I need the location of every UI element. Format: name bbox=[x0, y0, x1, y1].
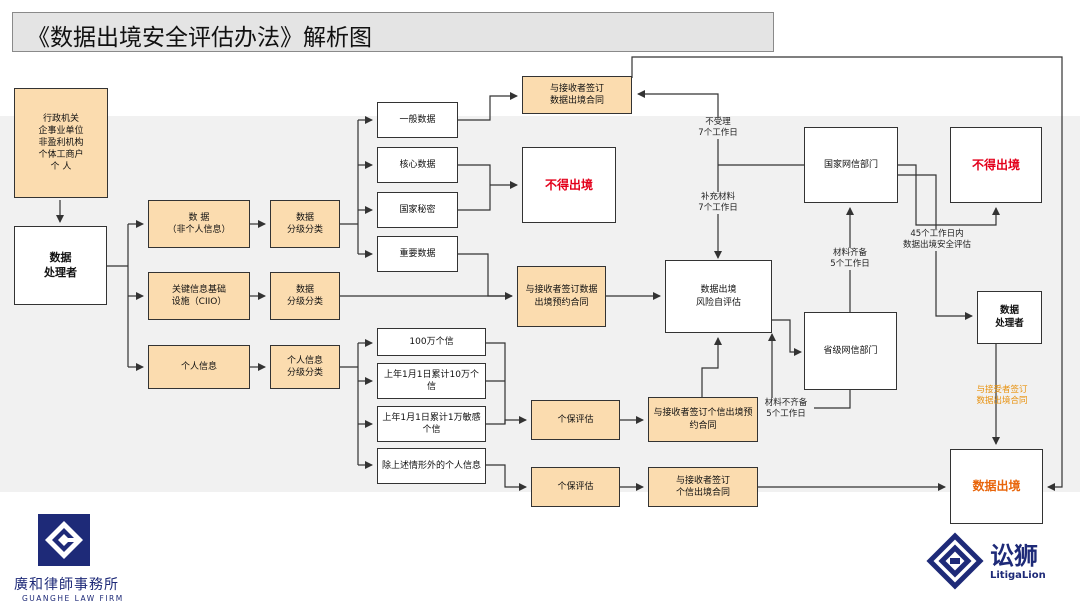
edge-national-forbidden bbox=[898, 164, 1000, 226]
edge-top-loop bbox=[631, 56, 1063, 491]
pi-other-box: 除上述情形外的个人信息 bbox=[377, 448, 486, 484]
page-title: 《数据出境安全评估办法》解析图 bbox=[27, 25, 372, 51]
sign-contract-top-box: 与接收者签订 数据出境合同 bbox=[522, 76, 632, 114]
edge-10k-merge bbox=[486, 416, 527, 425]
ciio-box: 关键信息基础 设施（CIIO） bbox=[148, 272, 250, 320]
data-export-box: 数据出境 bbox=[950, 449, 1043, 524]
sign-pi-reserve-box: 与接收者签订个信出境预 约合同 bbox=[648, 397, 758, 442]
litigalion-name-en: LitigaLion bbox=[990, 570, 1046, 581]
label-assessment-45: 45个工作日内 数据出境安全评估 bbox=[898, 229, 976, 252]
edge-important-reserve bbox=[458, 253, 513, 300]
label-materials-incomplete: 材料不齐备 5个工作日 bbox=[758, 398, 814, 421]
classify-box-2: 数据 分级分类 bbox=[270, 272, 340, 320]
label-supplement: 补充材料 7个工作日 bbox=[692, 192, 744, 215]
label-sign-export-contract: 与接受者签订 数据出境合同 bbox=[976, 385, 1028, 407]
litigalion-logo: 讼狮 LitigaLion bbox=[926, 528, 1066, 594]
pi-assess-box-1: 个保评估 bbox=[531, 400, 620, 440]
pi-1m-box: 100万个信 bbox=[377, 328, 486, 356]
sign-reserve-contract-box: 与接收者签订数据 出境预约合同 bbox=[517, 266, 606, 327]
core-data-box: 核心数据 bbox=[377, 147, 458, 183]
processor-box: 数据 处理者 bbox=[14, 226, 107, 305]
guanghe-name-en: GUANGHE LAW FIRM bbox=[22, 594, 124, 603]
edge-not-accepted bbox=[637, 90, 719, 165]
label-not-accepted: 不受理 7个工作日 bbox=[692, 117, 744, 140]
edge-pireserve-self bbox=[701, 337, 722, 397]
pi-100k-box: 上年1月1日累计10万个信 bbox=[377, 363, 486, 399]
provincial-dept-box: 省级网信部门 bbox=[804, 312, 897, 390]
self-assess-box: 数据出境 风险自评估 bbox=[665, 260, 772, 333]
label-materials-complete: 材料齐备 5个工作日 bbox=[826, 248, 874, 271]
edge-core-forbidden bbox=[458, 164, 491, 211]
pi-assess-box-2: 个保评估 bbox=[531, 467, 620, 507]
data-nonpersonal-box: 数 据 （非个人信息） bbox=[148, 200, 250, 248]
litigalion-name: 讼狮 bbox=[990, 542, 1038, 570]
personal-info-box: 个人信息 bbox=[148, 345, 250, 389]
edge-self-provincial bbox=[772, 319, 802, 356]
forbidden-box-mid: 不得出境 bbox=[522, 147, 616, 223]
sign-pi-contract-box: 与接收者签订 个信出境合同 bbox=[648, 467, 758, 507]
edge-1m-merge bbox=[486, 342, 506, 424]
entities-box: 行政机关 企事业单位 非盈利机构 个体工商户 个 人 bbox=[14, 88, 108, 198]
title-bar: 《数据出境安全评估办法》解析图 bbox=[12, 12, 774, 52]
guanghe-logo: 廣和律師事務所 GUANGHE LAW FIRM bbox=[14, 514, 124, 606]
national-dept-box: 国家网信部门 bbox=[804, 127, 898, 203]
forbidden-box-right: 不得出境 bbox=[950, 127, 1042, 203]
important-data-box: 重要数据 bbox=[377, 236, 458, 272]
guanghe-name: 廣和律師事務所 bbox=[14, 577, 119, 593]
classify-box-1: 数据 分级分类 bbox=[270, 200, 340, 248]
edge-other-assess2 bbox=[486, 464, 527, 491]
general-data-box: 一般数据 bbox=[377, 102, 458, 138]
processor-box-right: 数据 处理者 bbox=[977, 291, 1042, 344]
edge-general-contract bbox=[458, 92, 518, 121]
classify-box-3: 个人信息 分级分类 bbox=[270, 345, 340, 389]
litigalion-mark-icon bbox=[926, 532, 984, 590]
pi-10k-sensitive-box: 上年1月1日累计1万敏感个信 bbox=[377, 406, 486, 442]
guanghe-mark-icon bbox=[38, 514, 90, 566]
state-secret-box: 国家秘密 bbox=[377, 192, 458, 228]
